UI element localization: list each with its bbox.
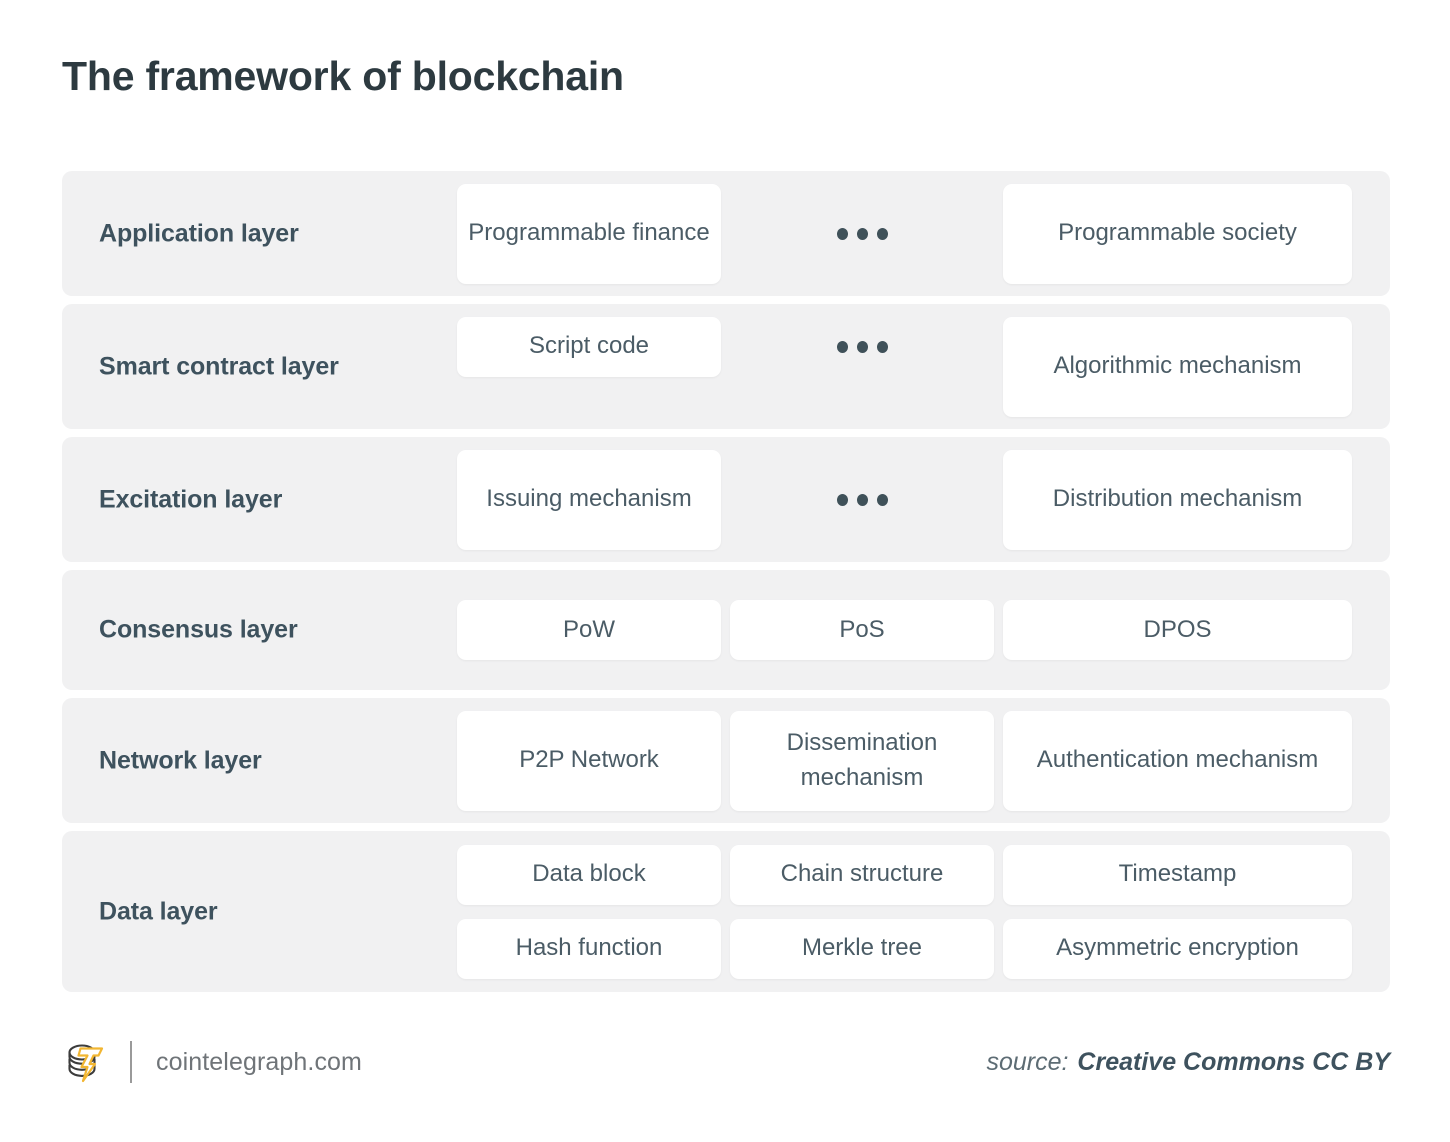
card-line: PoW PoS DPOS xyxy=(457,600,1352,660)
card-distribution-mechanism[interactable]: Distribution mechanism xyxy=(1003,449,1352,550)
layer-cards-consensus: PoW PoS DPOS xyxy=(457,600,1352,660)
card-line: Script code Algorithmic mechanism xyxy=(457,316,1352,417)
ellipsis-icon xyxy=(836,227,888,240)
card-pow[interactable]: PoW xyxy=(457,600,721,660)
layer-row-network: Network layer P2P Network Dissemination … xyxy=(62,698,1390,823)
brand-url[interactable]: cointelegraph.com xyxy=(156,1047,362,1076)
layer-cards-excitation: Issuing mechanism Distribution mechanism xyxy=(457,449,1352,550)
brand-block: cointelegraph.com xyxy=(62,1039,362,1085)
card-programmable-society[interactable]: Programmable society xyxy=(1003,183,1352,284)
footer-divider xyxy=(130,1041,132,1083)
card-algorithmic-mechanism[interactable]: Algorithmic mechanism xyxy=(1003,316,1352,417)
layer-label-application: Application layer xyxy=(99,219,299,247)
layer-cards-data: Data block Chain structure Timestamp Has… xyxy=(457,844,1352,979)
card-line: Data block Chain structure Timestamp xyxy=(457,844,1352,905)
source-value: Creative Commons CC BY xyxy=(1077,1047,1390,1076)
layer-label-network: Network layer xyxy=(99,746,262,774)
layer-row-excitation: Excitation layer Issuing mechanism Distr… xyxy=(62,437,1390,562)
card-timestamp[interactable]: Timestamp xyxy=(1003,844,1352,905)
card-p2p-network[interactable]: P2P Network xyxy=(457,710,721,811)
ellipsis-smart-contract xyxy=(730,317,994,377)
source-label: source: xyxy=(986,1047,1069,1076)
layer-cards-network: P2P Network Dissemination mechanism Auth… xyxy=(457,710,1352,811)
cointelegraph-logo-icon xyxy=(68,1044,104,1083)
ellipsis-icon xyxy=(836,493,888,506)
page-title: The framework of blockchain xyxy=(62,53,624,99)
card-line: Issuing mechanism Distribution mechanism xyxy=(457,449,1352,550)
card-line: Programmable finance Programmable societ… xyxy=(457,183,1352,284)
layer-cards-smart-contract: Script code Algorithmic mechanism xyxy=(457,316,1352,417)
card-programmable-finance[interactable]: Programmable finance xyxy=(457,183,721,284)
card-merkle-tree[interactable]: Merkle tree xyxy=(730,918,994,979)
footer: cointelegraph.com source: Creative Commo… xyxy=(62,1032,1390,1092)
card-hash-function[interactable]: Hash function xyxy=(457,918,721,979)
card-data-block[interactable]: Data block xyxy=(457,844,721,905)
layer-row-smart-contract: Smart contract layer Script code Algorit… xyxy=(62,304,1390,429)
card-issuing-mechanism[interactable]: Issuing mechanism xyxy=(457,449,721,550)
card-dpos[interactable]: DPOS xyxy=(1003,600,1352,660)
card-line: P2P Network Dissemination mechanism Auth… xyxy=(457,710,1352,811)
framework-stack: Application layer Programmable finance P… xyxy=(62,171,1390,992)
layer-label-excitation: Excitation layer xyxy=(99,485,283,513)
ellipsis-application xyxy=(730,184,994,284)
card-script-code[interactable]: Script code xyxy=(457,316,721,377)
source-credit: source: Creative Commons CC BY xyxy=(986,1048,1390,1077)
card-chain-structure[interactable]: Chain structure xyxy=(730,844,994,905)
layer-row-data: Data layer Data block Chain structure Ti… xyxy=(62,831,1390,992)
card-dissemination-mechanism[interactable]: Dissemination mechanism xyxy=(730,710,994,811)
layer-row-consensus: Consensus layer PoW PoS DPOS xyxy=(62,570,1390,690)
layer-label-smart-contract: Smart contract layer xyxy=(99,352,339,380)
card-authentication-mechanism[interactable]: Authentication mechanism xyxy=(1003,710,1352,811)
layer-label-consensus: Consensus layer xyxy=(99,615,298,644)
card-pos[interactable]: PoS xyxy=(730,600,994,660)
layer-cards-application: Programmable finance Programmable societ… xyxy=(457,183,1352,284)
card-asymmetric-encryption[interactable]: Asymmetric encryption xyxy=(1003,918,1352,979)
layer-row-application: Application layer Programmable finance P… xyxy=(62,171,1390,296)
ellipsis-icon xyxy=(836,340,888,353)
ellipsis-excitation xyxy=(730,450,994,550)
layer-label-data: Data layer xyxy=(99,897,218,925)
card-line: Hash function Merkle tree Asymmetric enc… xyxy=(457,918,1352,979)
